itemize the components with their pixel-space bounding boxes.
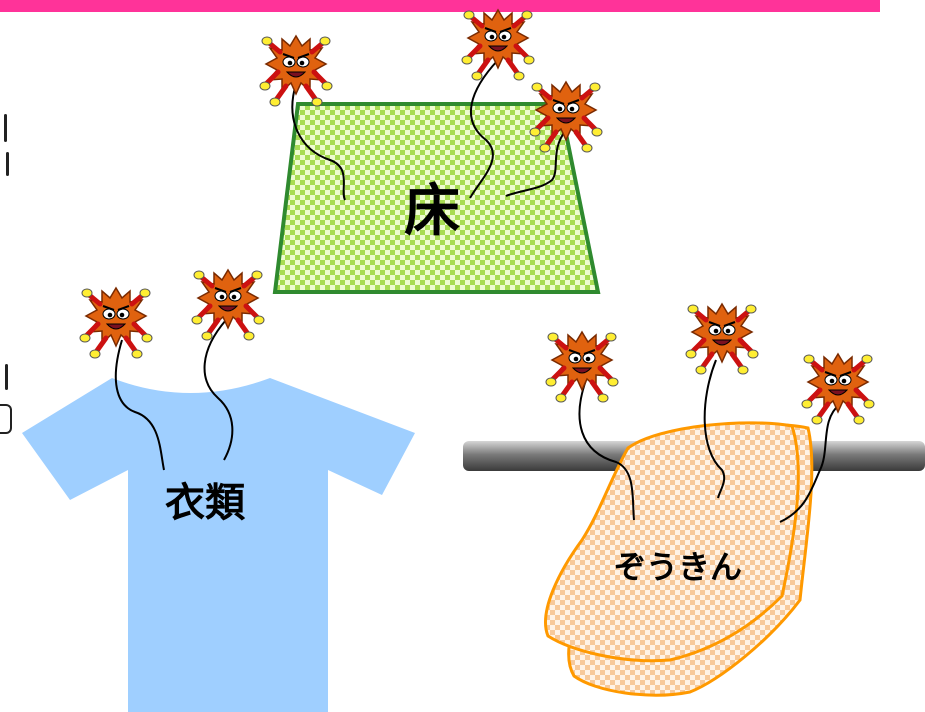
germ-icon [686, 304, 758, 374]
germ-icon [260, 36, 332, 106]
floor-label: 床 [404, 179, 460, 244]
cropped-text-fragment [0, 110, 14, 206]
germ-icon [80, 288, 152, 358]
germ-icon [802, 354, 874, 424]
germ-icon [192, 270, 264, 340]
germ-icon [462, 10, 534, 80]
rag-label: ぞうきん [614, 548, 743, 586]
clothes-label: 衣類 [165, 480, 245, 526]
tshirt-icon [22, 378, 415, 712]
cropped-text-fragment [0, 360, 14, 460]
top-accent-bar [0, 0, 880, 12]
rag-icon [544, 421, 814, 697]
germ-icon [546, 332, 618, 402]
